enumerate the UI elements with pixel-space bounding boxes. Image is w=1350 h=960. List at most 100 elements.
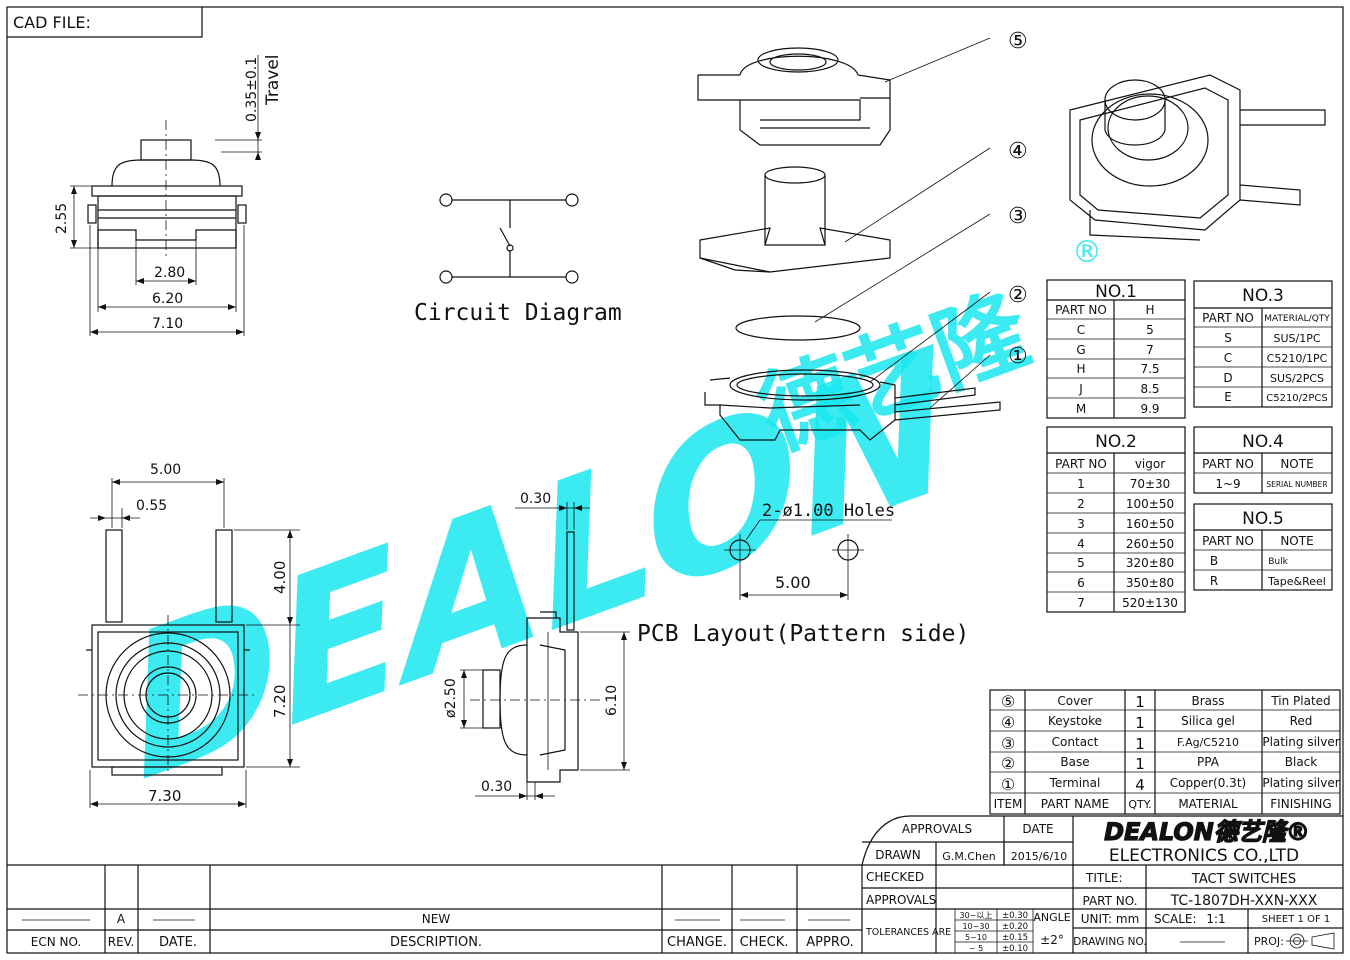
tb-checked: CHECKED [866,870,924,884]
tb-drawn-by: G.M.Chen [942,850,995,863]
dim-0-30-bot: 0.30 [481,779,512,795]
no1-r4c0: M [1076,402,1086,416]
bom-r1-item: ④ [1001,713,1015,732]
table-no3: NO.3 PART NO MATERIAL/QTY S SUS/1PC C C5… [1193,280,1333,408]
tb-tol-v1: ±0.20 [1002,922,1028,932]
no4-h0: PART NO [1202,457,1254,471]
pcb-pitch: 5.00 [775,573,811,592]
bom-r4-fin: Plating silver [1262,776,1339,790]
bom-h-qty: QTY. [1128,798,1151,811]
dim-2-80: 2.80 [154,265,185,281]
no4-h1: NOTE [1280,457,1313,471]
tb-partno-lbl: PART NO. [1082,894,1137,908]
circuit-diagram: Circuit Diagram [414,193,622,326]
no2-h1: vigor [1135,457,1165,471]
tb-unit: UNIT: mm [1081,912,1140,926]
dim-travel: 0.35±0.1 [244,57,260,122]
tb-tol-r2: 5~10 [965,933,987,942]
bom-r0-fin: Tin Plated [1270,694,1330,708]
no5-r0c0: B [1210,554,1218,568]
no2-r5c0: 6 [1077,576,1085,590]
cad-file-box [7,7,203,38]
no2-r4c1: 320±80 [1126,556,1174,570]
no1-r1c1: 7 [1146,343,1154,357]
bom-r1-mat: Silica gel [1181,714,1235,728]
pcb-label: PCB Layout(Pattern side) [637,621,969,647]
tb-angle-lbl: ANGLE [1033,911,1070,924]
no5-h1: NOTE [1280,534,1313,548]
no5-r0c1: Bulk [1268,557,1288,567]
no1-r1c0: G [1076,343,1085,357]
projection-symbol-icon [1286,932,1335,950]
dim-travel-label: Travel [263,54,283,106]
tb-scale-val: 1:1 [1206,912,1225,926]
bom-table: ⑤ Cover 1 Brass Tin Plated ④ Keystoke 1 … [989,689,1341,815]
tb-company: ELECTRONICS CO.,LTD [1109,846,1299,866]
tb-partno-val: TC-1807DH-XXN-XXX [1170,893,1318,909]
table-no5: NO.5 PART NO NOTE B Bulk R Tape&Reel [1193,503,1333,591]
no2-r2c0: 3 [1077,517,1085,531]
no2-r0c1: 70±30 [1130,477,1171,491]
bom-r0-mat: Brass [1191,694,1224,708]
watermark-reg: ® [1072,235,1102,270]
sheet-border [6,6,1344,954]
bom-r0-item: ⑤ [1001,692,1015,711]
no1-h1: H [1145,303,1154,317]
bom-r3-mat: PPA [1197,755,1220,769]
rev-h-date: DATE. [159,935,197,950]
side-view: 0.30 ø2.50 6.10 0.30 [443,491,630,800]
top-view: 5.00 0.55 4.00 7.20 7.30 [78,462,300,808]
tb-approvals-hdr: APPROVALS [902,822,972,836]
circuit-label: Circuit Diagram [414,300,622,326]
bom-h-item: ITEM [994,797,1023,811]
revision-block: A NEW ECN NO. REV. DATE. DESCRIPTION. CH… [7,865,862,953]
no2-r0c0: 1 [1077,477,1085,491]
no2-title: NO.2 [1095,432,1137,452]
no3-r3c0: E [1224,390,1232,404]
dim-6-10: 6.10 [604,685,620,716]
dim-7-30: 7.30 [148,787,181,805]
tb-proj: PROJ: [1254,935,1284,948]
tb-tol-r0: 30~以上 [960,911,993,920]
dim-d2-50: ø2.50 [443,678,459,718]
tb-tol-v3: ±0.10 [1002,944,1028,954]
bom-r2-name: Contact [1052,735,1099,749]
tb-angle-val: ±2° [1040,933,1064,947]
rev-h-change: CHANGE. [667,935,727,950]
tb-scale-lbl: SCALE: [1154,912,1197,926]
callout-2: ② [1008,283,1028,308]
tb-sheet: SHEET 1 OF 1 [1262,914,1331,925]
tb-drawn: DRAWN [875,848,921,862]
rev-h-ecn: ECN NO. [31,935,82,949]
no2-r4c0: 5 [1077,556,1085,570]
rev-value: A [117,912,126,926]
no1-r2c1: 7.5 [1140,362,1159,376]
callout-4: ④ [1008,139,1028,164]
bom-r2-fin: Plating silver [1262,735,1339,749]
no4-title: NO.4 [1242,432,1284,452]
table-no1: NO.1 PART NO H C 5 G 7 H 7.5 J 8.5 M 9.9 [1046,279,1186,419]
bom-r1-name: Keystoke [1048,714,1102,728]
rev-h-appro: APPRO. [806,935,853,950]
bom-r1-qty: 1 [1135,714,1145,732]
tb-date-hdr: DATE [1022,822,1053,836]
no2-r2c1: 160±50 [1126,517,1174,531]
no5-h0: PART NO [1202,534,1254,548]
no5-title: NO.5 [1242,509,1284,529]
no1-r3c1: 8.5 [1140,382,1159,396]
bom-r2-item: ③ [1001,734,1015,753]
no4-r0c0: 1~9 [1215,477,1240,491]
front-view: 0.35±0.1 Travel 2.55 2.80 6.20 7.10 [54,54,283,336]
bom-r0-name: Cover [1057,694,1092,708]
no3-r1c1: C5210/1PC [1267,352,1328,365]
rev-desc-value: NEW [422,912,451,926]
title-block: APPROVALS DATE DRAWN G.M.Chen 2015/6/10 … [7,815,1343,954]
dim-7-10: 7.10 [152,316,183,332]
rev-h-rev: REV. [108,935,134,949]
bom-r3-name: Base [1060,755,1089,769]
tb-tol-lbl: TOLERANCES ARE [865,927,951,938]
no3-r3c1: C5210/2PCS [1266,393,1328,404]
no2-r1c1: 100±50 [1126,497,1174,511]
no3-r0c1: SUS/1PC [1273,332,1320,345]
